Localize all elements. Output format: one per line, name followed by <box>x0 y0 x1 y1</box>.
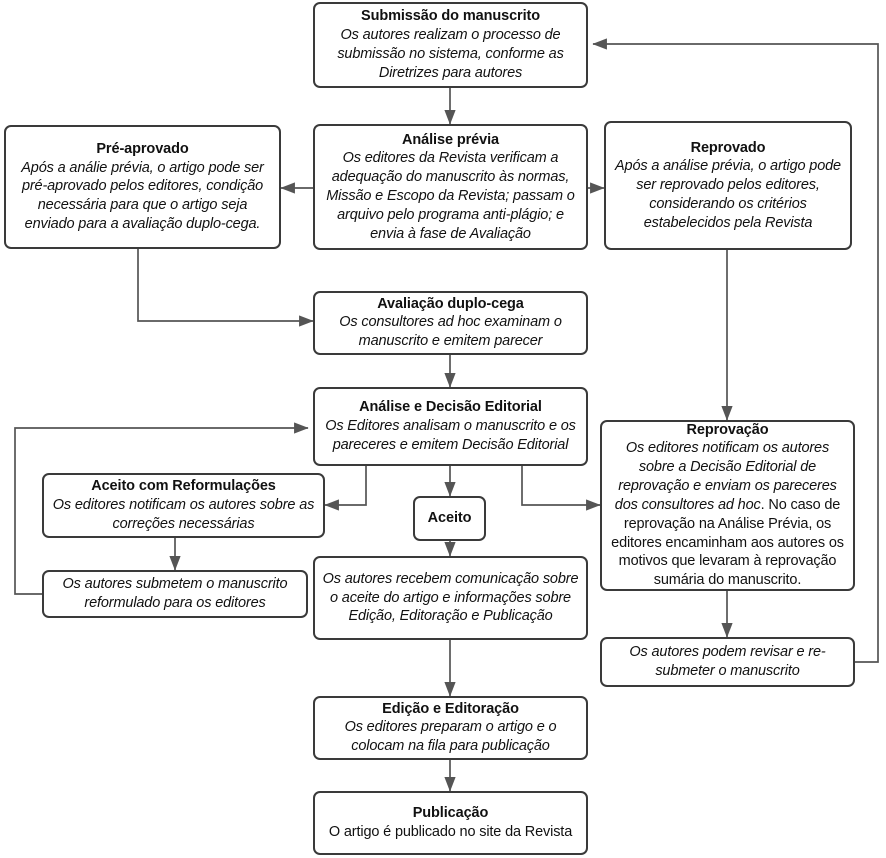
node-publicacao-body: O artigo é publicado no site da Revista <box>328 823 573 840</box>
node-avaliacao-duplo-cega[interactable]: Avaliação duplo-cega Os consultores ad h… <box>313 291 588 355</box>
node-edicao-title: Edição e Editoração <box>382 700 519 717</box>
node-revisar-body: Os autores podem revisar e re-submeter o… <box>629 644 826 679</box>
node-publicacao-title: Publicação <box>412 805 489 822</box>
node-reprovacao-body-italic: Os editores notificam os autores sobre a… <box>614 440 837 513</box>
node-reprovado[interactable]: Reprovado Após a análise prévia, o artig… <box>604 121 852 250</box>
node-reformulacoes-body: Os editores notificam os autores sobre a… <box>52 496 315 532</box>
edge-submetem-decisao <box>14 422 309 595</box>
node-reprovacao[interactable]: Reprovação Os editores notificam os auto… <box>600 420 855 591</box>
node-avaliacao-body: Os consultores ad hoc examinam o manuscr… <box>339 314 562 350</box>
node-pre-aprovado-title: Pré-aprovado <box>96 141 189 158</box>
node-reprovacao-body: Os editores notificam os autores sobre a… <box>609 439 846 590</box>
node-comunicacao-aceite[interactable]: Os autores recebem comunicação sobre o a… <box>313 556 588 640</box>
node-reprovado-title: Reprovado <box>690 139 766 156</box>
node-reprovado-body: Após a análise prévia, o artigo pode ser… <box>615 158 841 231</box>
node-submissao[interactable]: Submissão do manuscrito Os autores reali… <box>313 2 588 88</box>
node-decisao-title: Análise e Decisão Editorial <box>359 399 542 416</box>
node-avaliacao-title: Avaliação duplo-cega <box>377 295 524 312</box>
edge-revisar-submissao <box>592 38 879 663</box>
node-analise-previa-body: Os editores da Revista verificam a adequ… <box>326 150 575 242</box>
edge-decisao-reprovacao <box>521 466 601 511</box>
edge-preaprovado-avaliacao <box>137 249 314 327</box>
edge-decisao-reformulacoes <box>324 466 367 511</box>
node-reprovacao-body-upright: . No caso de reprovação na Análise Prévi… <box>611 496 844 589</box>
node-pre-aprovado-body: Após a análie prévia, o artigo pode ser … <box>21 159 264 233</box>
node-aceito-title: Aceito <box>427 510 472 527</box>
node-comunicacao-body: Os autores recebem comunicação sobre o a… <box>322 570 579 625</box>
node-edicao-editoracao[interactable]: Edição e Editoração Os editores preparam… <box>313 696 588 760</box>
node-pre-aprovado[interactable]: Pré-aprovado Após a análie prévia, o art… <box>4 125 281 249</box>
node-publicacao[interactable]: Publicação O artigo é publicado no site … <box>313 791 588 855</box>
node-reformulacoes-title: Aceito com Reformulações <box>91 478 276 495</box>
node-aceito[interactable]: Aceito <box>413 496 486 541</box>
node-submetem-body: Os autores submetem o manuscrito reformu… <box>62 576 288 611</box>
node-submissao-body: Os autores realizam o processo de submis… <box>337 27 564 81</box>
node-reprovacao-title: Reprovação <box>686 421 769 438</box>
node-decisao-body: Os Editores analisam o manuscrito e os p… <box>325 417 576 453</box>
node-analise-decisao-editorial[interactable]: Análise e Decisão Editorial Os Editores … <box>313 387 588 466</box>
node-submetem-reformulado[interactable]: Os autores submetem o manuscrito reformu… <box>42 570 308 618</box>
node-analise-previa[interactable]: Análise prévia Os editores da Revista ve… <box>313 124 588 250</box>
node-edicao-body: Os editores preparam o artigo e o coloca… <box>344 719 557 755</box>
node-submissao-title: Submissão do manuscrito <box>361 8 540 25</box>
node-analise-previa-title: Análise prévia <box>402 131 499 148</box>
node-aceito-com-reformulacoes[interactable]: Aceito com Reformulações Os editores not… <box>42 473 325 538</box>
node-revisar-resubmeter[interactable]: Os autores podem revisar e re-submeter o… <box>600 637 855 687</box>
